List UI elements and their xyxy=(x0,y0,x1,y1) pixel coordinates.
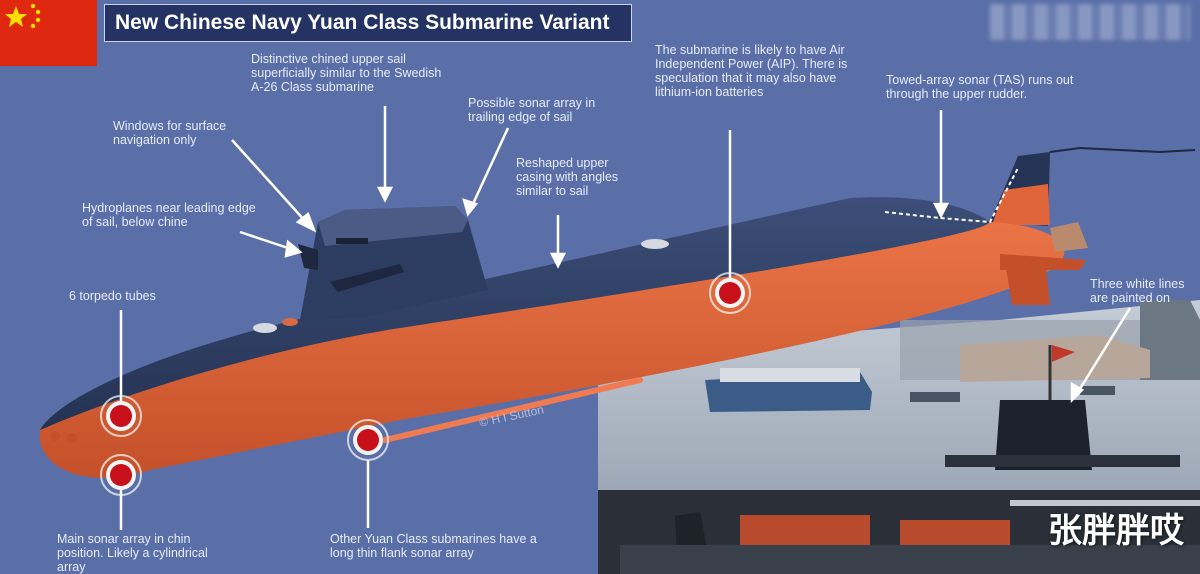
label-sail: Distinctive chined upper sail superficia… xyxy=(251,52,442,94)
stern-plane xyxy=(1000,254,1086,270)
label-three-lines: Three white lines are painted on xyxy=(1090,277,1185,305)
label-windows: Windows for surface navigation only xyxy=(113,119,227,147)
harbor-photo xyxy=(598,300,1200,574)
flank-sonar-array xyxy=(382,377,643,443)
towed-array-cable xyxy=(1049,146,1196,154)
label-hydroplanes: Hydroplanes near leading edge of sail, b… xyxy=(82,201,256,229)
marker-aip xyxy=(709,272,751,314)
hull-upper xyxy=(40,197,990,430)
propeller xyxy=(1050,222,1088,252)
china-flag-icon xyxy=(0,0,97,66)
watermark: 张胖胖哎 xyxy=(1048,511,1184,551)
marker-torpedo xyxy=(100,395,142,437)
label-chin-sonar: Main sonar array in chin position. Likel… xyxy=(57,532,208,574)
markers xyxy=(100,272,751,496)
label-sonar-sail: Possible sonar array in trailing edge of… xyxy=(468,96,596,124)
blurred-logo xyxy=(990,4,1190,40)
label-tas: Towed-array sonar (TAS) runs out through… xyxy=(886,73,1074,101)
marker-chin-sonar xyxy=(100,454,142,496)
label-aip: The submarine is likely to have Air Inde… xyxy=(655,43,848,99)
marker-flank-sonar xyxy=(347,419,389,461)
hydroplane xyxy=(298,244,318,270)
label-torpedo: 6 torpedo tubes xyxy=(69,289,156,303)
submarine xyxy=(39,146,1196,478)
page-title: New Chinese Navy Yuan Class Submarine Va… xyxy=(104,4,632,42)
callout-arrows xyxy=(119,106,1132,530)
label-casing: Reshaped upper casing with angles simila… xyxy=(516,156,619,198)
hull-lower xyxy=(39,222,1065,478)
label-flank-sonar: Other Yuan Class submarines have a long … xyxy=(330,532,537,560)
